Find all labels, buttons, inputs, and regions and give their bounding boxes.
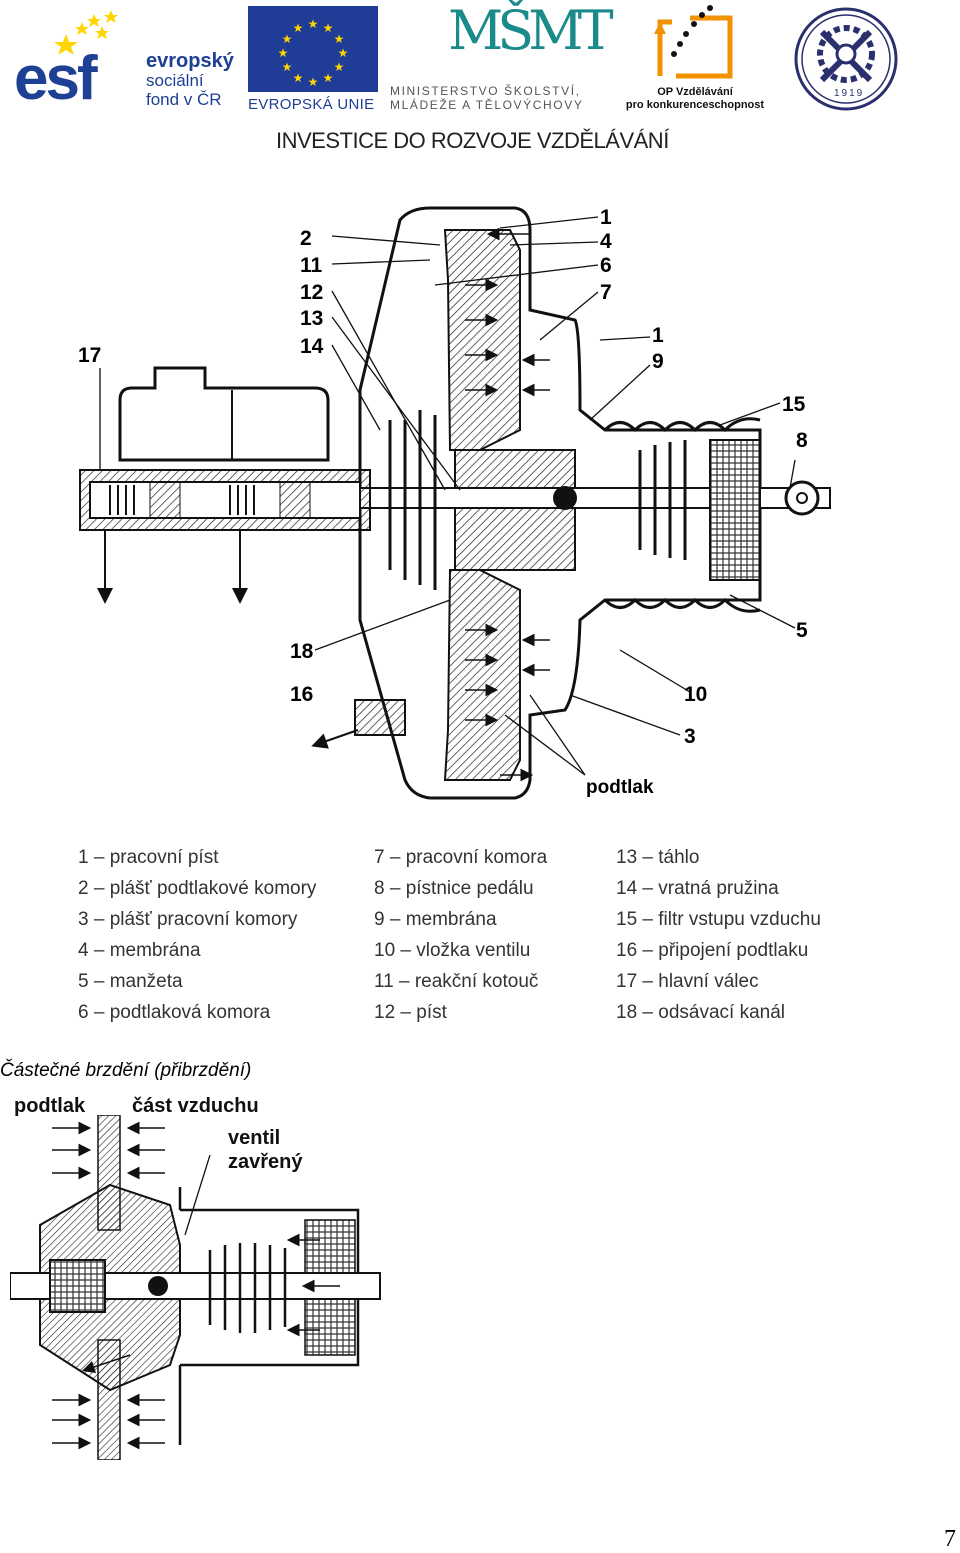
legend-item: 16 – připojení podtlaku bbox=[616, 940, 809, 961]
svg-text:★: ★ bbox=[308, 17, 319, 31]
esf-line3: fond v ČR bbox=[146, 90, 222, 109]
seal-year: 1919 bbox=[834, 88, 865, 99]
eu-stars-icon: ★ ★ ★ ★ ★ ★ ★ ★ ★ ★ ★ ★ bbox=[278, 17, 349, 89]
legend-item: 12 – píst bbox=[374, 1002, 447, 1023]
svg-text:★: ★ bbox=[308, 75, 319, 89]
svg-text:★: ★ bbox=[334, 32, 345, 46]
label-13: 13 bbox=[300, 307, 323, 330]
label-1a: 1 bbox=[600, 206, 612, 229]
msmt-line1: MINISTERSTVO ŠKOLSTVÍ, bbox=[390, 84, 581, 98]
label-valve-2: zavřený bbox=[228, 1151, 303, 1173]
legend-item: 9 – membrána bbox=[374, 909, 497, 930]
label-5: 5 bbox=[796, 619, 808, 642]
eu-logo: ★ ★ ★ ★ ★ ★ ★ ★ ★ ★ ★ ★ EVROPSKÁ UNIE bbox=[248, 6, 380, 116]
eu-label: EVROPSKÁ UNIE bbox=[248, 96, 375, 113]
svg-text:★: ★ bbox=[323, 21, 334, 35]
op-years: 2007-13 bbox=[725, 34, 733, 61]
investice-banner: INVESTICE DO ROZVOJE VZDĚLÁVÁNÍ bbox=[276, 128, 669, 153]
label-4: 4 bbox=[600, 230, 612, 253]
label-11: 11 bbox=[300, 254, 323, 277]
legend-item: 17 – hlavní válec bbox=[616, 971, 759, 992]
legend-item: 15 – filtr vstupu vzduchu bbox=[616, 909, 821, 930]
label-15: 15 bbox=[782, 393, 806, 416]
legend-item: 6 – podtlaková komora bbox=[78, 1002, 271, 1023]
label-podtlak: podtlak bbox=[586, 777, 654, 798]
label-18: 18 bbox=[290, 640, 314, 663]
op-line2: pro konkurenceschopnost bbox=[625, 99, 765, 111]
label-air: část vzduchu bbox=[132, 1095, 259, 1117]
svg-text:★: ★ bbox=[293, 71, 304, 85]
svg-text:★: ★ bbox=[293, 21, 304, 35]
page-number: 7 bbox=[944, 1526, 956, 1552]
legend-col-2: 7 – pracovní komora 8 – pístnice pedálu … bbox=[374, 848, 547, 1034]
legend-item: 11 – reakční kotouč bbox=[374, 971, 539, 992]
label-14: 14 bbox=[300, 335, 324, 358]
svg-text:★: ★ bbox=[334, 60, 345, 74]
esf-stars-icon bbox=[54, 10, 118, 54]
esf-word: esf bbox=[14, 44, 98, 113]
svg-text:★: ★ bbox=[338, 46, 349, 60]
label-3: 3 bbox=[684, 725, 696, 748]
section-caption: Částečné brzdění (přibrzdění) bbox=[0, 1060, 252, 1081]
op-arrows-icon bbox=[654, 5, 733, 79]
legend-item: 14 – vratná pružina bbox=[616, 878, 779, 899]
msmt-line2: MLÁDEŽE A TĚLOVÝCHOVY bbox=[390, 98, 584, 112]
svg-text:★: ★ bbox=[282, 60, 293, 74]
booster-housing bbox=[358, 206, 762, 800]
legend-item: 5 – manžeta bbox=[78, 971, 183, 992]
esf-line1: evropský bbox=[146, 50, 234, 72]
esf-logo: esf evropský sociální fond v ČR bbox=[14, 4, 246, 116]
legend-item: 13 – táhlo bbox=[616, 847, 700, 868]
legend-col-3: 13 – táhlo 14 – vratná pružina 15 – filt… bbox=[616, 848, 821, 1034]
university-seal: 1919 bbox=[792, 6, 900, 112]
label-podtlak-2: podtlak bbox=[14, 1095, 86, 1117]
svg-text:★: ★ bbox=[323, 71, 334, 85]
legend-col-1: 1 – pracovní píst 2 – plášť podtlakové k… bbox=[78, 848, 316, 1034]
svg-text:★: ★ bbox=[278, 46, 289, 60]
label-1b: 1 bbox=[652, 324, 664, 347]
eu-flag: ★ ★ ★ ★ ★ ★ ★ ★ ★ ★ ★ ★ bbox=[248, 6, 378, 92]
esf-line2: sociální bbox=[146, 71, 204, 90]
partial-braking-diagram bbox=[10, 1115, 381, 1460]
legend-item: 18 – odsávací kanál bbox=[616, 1002, 786, 1023]
legend-item: 8 – pístnice pedálu bbox=[374, 878, 534, 899]
legend-item: 3 – plášť pracovní komory bbox=[78, 909, 298, 930]
label-7: 7 bbox=[600, 281, 612, 304]
op-logo: 2007-13 OP Vzdělávání pro konkurencescho… bbox=[620, 4, 770, 116]
legend-item: 1 – pracovní píst bbox=[78, 847, 219, 868]
legend-item: 7 – pracovní komora bbox=[374, 847, 548, 868]
label-2: 2 bbox=[300, 227, 312, 250]
svg-text:★: ★ bbox=[282, 32, 293, 46]
legend-item: 2 – plášť podtlakové komory bbox=[78, 878, 317, 899]
legend-item: 4 – membrána bbox=[78, 940, 201, 961]
label-16: 16 bbox=[290, 683, 313, 706]
brake-booster-diagram: 17 2 11 12 13 14 1 4 6 7 1 9 15 8 5 10 3… bbox=[78, 206, 831, 800]
label-valve-1: ventil bbox=[228, 1127, 281, 1149]
op-line1: OP Vzdělávání bbox=[657, 86, 733, 98]
label-9: 9 bbox=[652, 350, 664, 373]
label-6: 6 bbox=[600, 254, 612, 277]
label-10: 10 bbox=[684, 683, 707, 706]
msmt-logo: MŠMT MINISTERSTVO ŠKOLSTVÍ, MLÁDEŽE A TĚ… bbox=[390, 4, 620, 116]
label-valve: ventil zavřený bbox=[228, 1126, 303, 1174]
legend-item: 10 – vložka ventilu bbox=[374, 940, 531, 961]
label-8: 8 bbox=[796, 429, 808, 452]
seal-gear-icon bbox=[794, 7, 898, 111]
label-17: 17 bbox=[78, 344, 101, 367]
msmt-mark: MŠMT bbox=[448, 0, 614, 62]
label-12: 12 bbox=[300, 281, 323, 304]
